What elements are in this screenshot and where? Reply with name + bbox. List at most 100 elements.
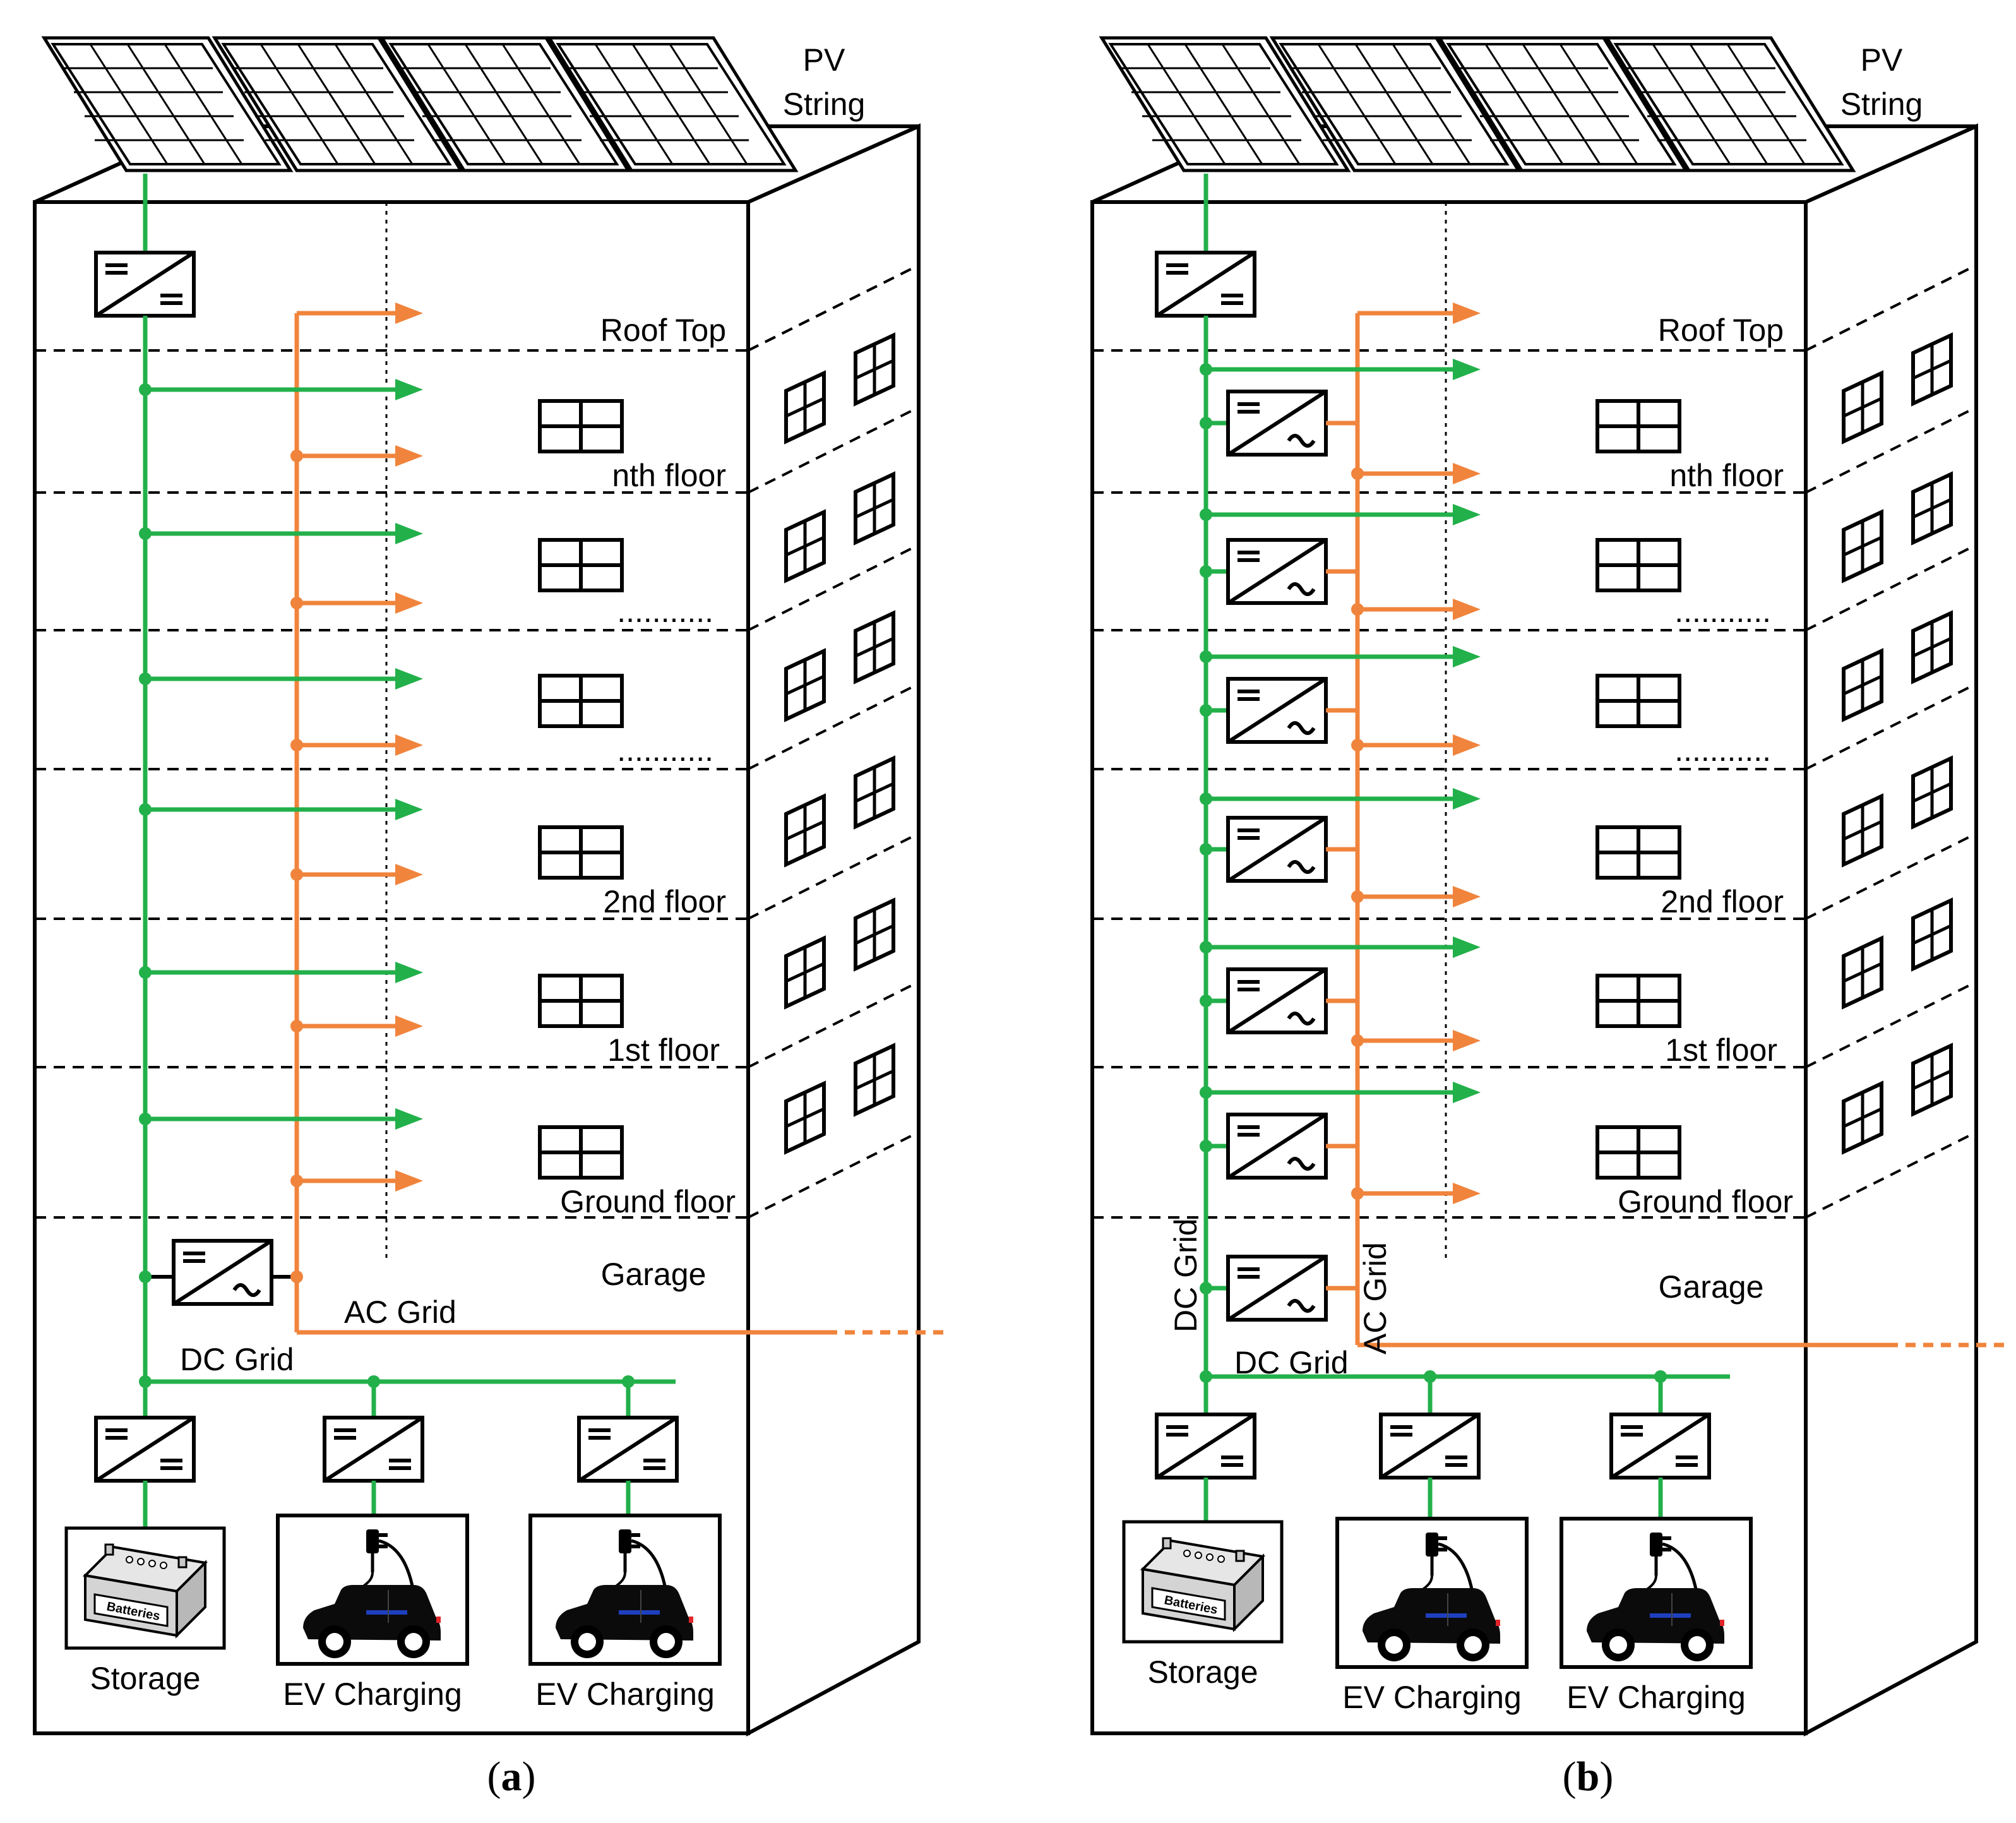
label-labels-garage: Garage bbox=[601, 1257, 707, 1292]
ev-car-icon bbox=[278, 1515, 467, 1664]
window-icon bbox=[540, 676, 622, 726]
window-icon bbox=[540, 1127, 622, 1178]
junction-dot bbox=[1200, 417, 1212, 429]
dc-ac-inverter-icon bbox=[1228, 540, 1326, 603]
caption-close: ) bbox=[522, 1754, 536, 1800]
dc-ac-inverter-icon bbox=[1228, 1257, 1326, 1320]
panel-caption: (b) bbox=[1563, 1754, 1614, 1800]
label-labels-ground: Ground floor bbox=[560, 1184, 736, 1219]
label-labels-ac_grid: AC Grid bbox=[1357, 1242, 1393, 1354]
dc-floor-arrow-head bbox=[1453, 359, 1481, 380]
label-labels-roof: Roof Top bbox=[600, 313, 726, 348]
label-labels-ev_charging: EV Charging bbox=[1342, 1680, 1522, 1715]
side-floor-line bbox=[1805, 832, 1977, 920]
ac-floor-arrow-head bbox=[395, 734, 423, 756]
dc-dc-converter-icon bbox=[96, 1418, 194, 1481]
side-floor-line bbox=[1805, 264, 1977, 352]
window-icon bbox=[1597, 976, 1679, 1026]
side-floor-line bbox=[748, 544, 919, 631]
dc-floor-arrow-head bbox=[395, 962, 423, 983]
window-icon bbox=[540, 401, 622, 451]
dc-ac-inverter-icon bbox=[1228, 391, 1326, 455]
label-labels-pv-0: PV bbox=[1861, 42, 1903, 78]
dc-floor-arrow-head bbox=[395, 1108, 423, 1130]
ac-floor-arrow-head bbox=[395, 445, 423, 467]
ac-floor-arrow-head bbox=[1453, 1183, 1481, 1204]
ac-roof-arrow-head bbox=[1453, 302, 1481, 324]
label-labels-ev_charging: EV Charging bbox=[283, 1677, 462, 1712]
building-front bbox=[1090, 200, 1808, 1735]
window-icon bbox=[1597, 676, 1679, 726]
caption-letter: a bbox=[501, 1754, 522, 1800]
ac-floor-arrow-head bbox=[1453, 886, 1481, 907]
side-floor-line bbox=[1805, 1131, 1977, 1219]
dc-ac-inverter-icon bbox=[1228, 969, 1326, 1032]
dc-ac-inverter-icon bbox=[1228, 818, 1326, 881]
dc-ac-inverter-icon bbox=[1228, 679, 1326, 742]
ev-car-icon bbox=[530, 1515, 720, 1664]
junction-dot bbox=[1200, 1140, 1212, 1152]
label-labels-pv-1: String bbox=[1840, 87, 1923, 122]
junction-dot bbox=[139, 1270, 152, 1283]
ac-floor-arrow-head bbox=[395, 1015, 423, 1037]
window-icon bbox=[540, 827, 622, 878]
junction-dot bbox=[1200, 843, 1212, 856]
label-labels-nth: nth floor bbox=[1669, 458, 1784, 493]
label-labels-pv-0: PV bbox=[803, 42, 845, 78]
window-icon bbox=[1597, 540, 1679, 590]
label-labels-nth: nth floor bbox=[612, 458, 726, 493]
dc-ac-inverter-icon bbox=[1228, 1115, 1326, 1178]
window-icon bbox=[1597, 1127, 1679, 1178]
caption-letter: b bbox=[1577, 1754, 1600, 1800]
label-labels-first: 1st floor bbox=[607, 1032, 720, 1068]
caption-open: ( bbox=[487, 1754, 501, 1800]
label-labels-dc_grid: DC Grid bbox=[1168, 1218, 1203, 1332]
ac-floor-arrow-head bbox=[1453, 1030, 1481, 1051]
dc-dc-converter-icon bbox=[1157, 253, 1255, 316]
label-labels-storage: Storage bbox=[1147, 1654, 1258, 1690]
dc-floor-arrow-head bbox=[395, 523, 423, 544]
ac-roof-arrow-head bbox=[395, 302, 423, 324]
side-floor-line bbox=[1805, 406, 1977, 494]
label-labels-first: 1st floor bbox=[1665, 1032, 1777, 1068]
label-labels-dots: ........... bbox=[1674, 594, 1771, 629]
label-labels-dots: ........... bbox=[617, 594, 713, 629]
dc-dc-converter-icon bbox=[325, 1418, 422, 1481]
battery-icon bbox=[1124, 1522, 1282, 1642]
junction-dot bbox=[1200, 1282, 1212, 1294]
label-labels-dots: ........... bbox=[617, 732, 713, 768]
caption-open: ( bbox=[1563, 1754, 1577, 1800]
ev-car-icon bbox=[1561, 1519, 1751, 1667]
dc-dc-converter-icon bbox=[1381, 1414, 1479, 1478]
battery-icon bbox=[66, 1528, 224, 1648]
dc-floor-arrow-head bbox=[1453, 936, 1481, 958]
dc-dc-converter-icon bbox=[579, 1418, 677, 1481]
junction-dot bbox=[1200, 704, 1212, 717]
panel-caption: (a) bbox=[487, 1754, 536, 1800]
label-labels-ev_charging: EV Charging bbox=[535, 1677, 715, 1712]
dc-floor-arrow-head bbox=[395, 379, 423, 400]
window-icon bbox=[1597, 401, 1679, 451]
label-labels-ev_charging: EV Charging bbox=[1566, 1680, 1746, 1715]
junction-dot bbox=[290, 1270, 303, 1283]
dc-floor-arrow-head bbox=[1453, 504, 1481, 525]
caption-close: ) bbox=[1599, 1754, 1613, 1800]
side-floor-line bbox=[748, 683, 919, 770]
ac-floor-arrow-head bbox=[1453, 599, 1481, 620]
window-icon bbox=[1597, 827, 1679, 878]
ac-floor-arrow-head bbox=[1453, 734, 1481, 756]
ac-floor-arrow-head bbox=[395, 1170, 423, 1192]
label-labels-second: 2nd floor bbox=[603, 884, 726, 919]
ev-car-icon bbox=[1337, 1519, 1527, 1667]
dc-floor-arrow-head bbox=[1453, 1082, 1481, 1103]
label-labels-storage: Storage bbox=[90, 1661, 200, 1696]
dc-floor-arrow-head bbox=[1453, 646, 1481, 667]
dc-ac-inverter-icon bbox=[174, 1241, 271, 1304]
label-labels-dc_grid: DC Grid bbox=[180, 1342, 294, 1377]
label-labels-garage: Garage bbox=[1659, 1269, 1764, 1305]
window-icon bbox=[540, 976, 622, 1026]
ac-floor-arrow-head bbox=[1453, 463, 1481, 484]
